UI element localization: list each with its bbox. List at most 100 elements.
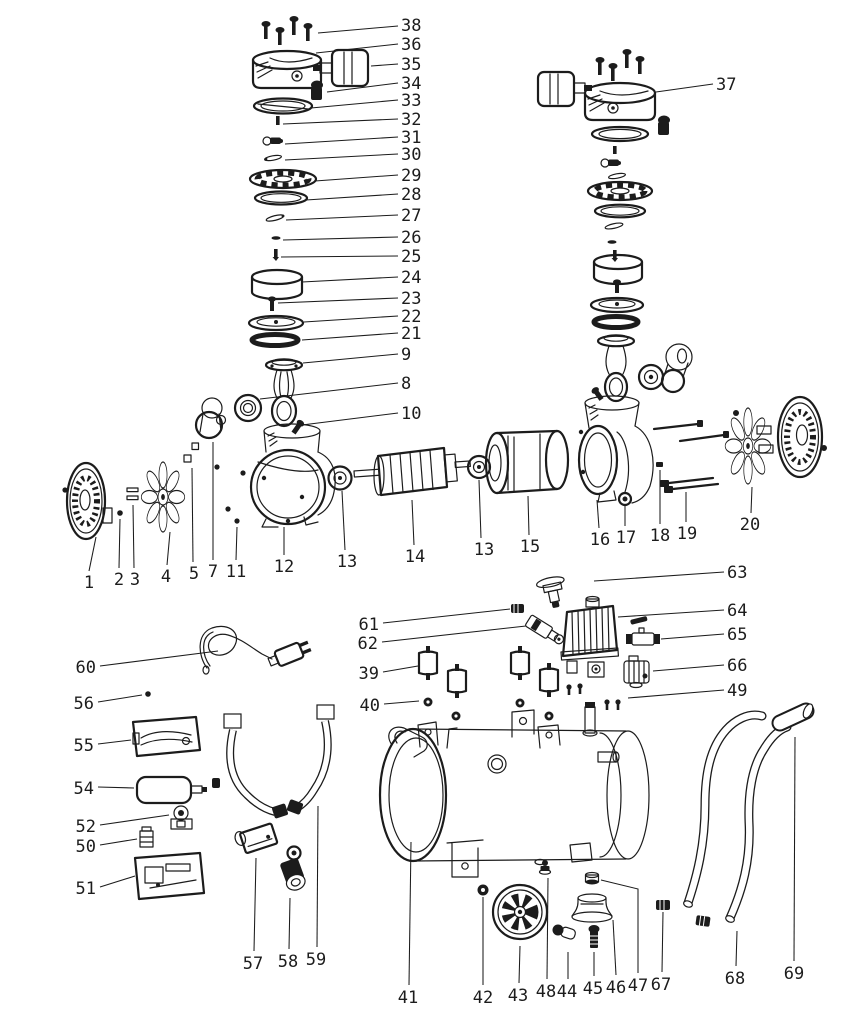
gasket-28 [253,190,309,206]
axle-pin-44 [552,924,576,940]
part-number-48: 48 [536,982,556,1002]
leader-line-39 [382,665,419,673]
leader-line-43 [518,945,521,984]
fan-blade-20 [724,407,772,485]
part-number-59: 59 [306,950,326,970]
leader-line-30 [284,153,399,161]
clamp-57 [234,822,279,854]
air-filter-left [313,48,370,88]
part-number-63: 63 [727,563,747,583]
gasket-right-upper [590,125,650,143]
nut-17 [617,491,633,507]
leader-line-16 [596,499,600,529]
pins-3 [126,487,139,501]
part-number-10: 10 [401,404,421,424]
piston-plate-right [589,296,645,314]
part-number-67: 67 [651,975,671,995]
leader-line-51 [99,875,136,888]
leader-line-3 [132,504,135,569]
part-number-52: 52 [76,817,96,837]
valve-right [600,158,621,168]
stator-15 [484,429,570,495]
handle-tube-68 [683,710,792,923]
leader-line-40 [383,700,420,705]
cylinder-head-right-37 [583,81,657,122]
leader-line-8 [259,382,399,400]
leader-line-48 [546,877,549,980]
leader-line-63 [593,571,725,582]
valve-48 [538,860,552,875]
screw-23 [268,296,276,311]
leader-line-26 [282,236,399,241]
part-number-35: 35 [401,55,421,75]
leader-line-56 [97,694,143,703]
safety-valve-63 [536,576,565,608]
leader-line-60 [99,650,219,667]
leader-line-55 [97,739,132,745]
screws-49 [566,683,621,710]
part-number-65: 65 [727,625,747,645]
leader-line-59 [316,805,319,948]
leader-line-15 [527,495,530,536]
leader-line-49 [627,689,725,699]
part-number-49: 49 [727,681,747,701]
part-number-4: 4 [161,567,171,587]
rotor-14 [353,446,471,497]
screw-56 [145,691,151,697]
screw-2a [62,487,68,493]
hose-left [223,713,288,819]
pin-18 [656,462,663,467]
part-number-69: 69 [784,964,804,984]
bearing-right-end [637,363,665,391]
pressure-switch-64 [560,595,620,678]
part-number-30: 30 [401,145,421,165]
pin-32 [276,116,280,125]
part-number-60: 60 [76,658,96,678]
part-number-27: 27 [401,206,421,226]
leader-line-61 [382,608,511,624]
leader-line-4 [166,531,171,566]
leader-line-47 [600,879,639,973]
part-number-40: 40 [360,696,380,716]
leader-line-25 [280,255,399,258]
part-number-36: 36 [401,35,421,55]
leader-line-1 [88,536,97,572]
leader-line-10 [301,412,399,426]
leader-line-14 [411,499,415,546]
leader-line-46 [612,919,617,976]
leader-line-34 [326,82,399,93]
part-number-58: 58 [278,952,298,972]
part-number-41: 41 [398,988,418,1008]
leader-line-33 [310,99,399,109]
part-number-18: 18 [650,526,670,546]
part-number-1: 1 [84,573,94,593]
power-cord-60 [199,625,312,675]
part-number-55: 55 [74,736,94,756]
part-number-14: 14 [405,547,425,567]
bearing-13-left [327,465,353,491]
pin-right [613,146,617,154]
leader-line-68 [735,930,738,967]
fan-guard-left-1 [65,461,113,541]
part-number-5: 5 [189,564,199,584]
leader-line-64 [617,609,725,618]
leader-line-27 [285,214,399,221]
screw-2b [117,510,123,516]
leader-line-32 [282,118,399,125]
leader-line-20 [750,486,753,514]
part-number-38: 38 [401,16,421,36]
valve-plate-29 [248,168,318,190]
part-number-62: 62 [358,634,378,654]
part-number-32: 32 [401,110,421,130]
hose-right [286,704,335,815]
leader-line-36 [315,43,399,54]
reed-right-1 [608,172,626,180]
o-ring-right [591,314,641,330]
part-number-45: 45 [583,979,603,999]
part-number-22: 22 [401,307,421,327]
leader-line-69 [793,736,796,962]
leader-line-67 [661,911,664,973]
leader-line-28 [305,193,399,201]
part-number-43: 43 [508,986,528,1006]
